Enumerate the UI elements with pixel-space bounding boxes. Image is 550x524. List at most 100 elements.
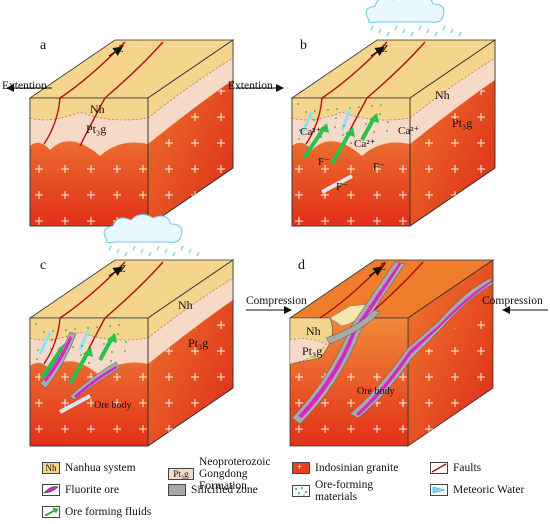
north-arrow — [108, 46, 123, 57]
gongdong-side — [148, 58, 233, 144]
ore-material-dot — [386, 130, 388, 132]
ore-material-dot — [334, 126, 336, 128]
ore-material-dot — [320, 136, 322, 138]
ore-material-dot — [65, 329, 67, 331]
raindrop — [418, 25, 422, 31]
meteoric-arrow — [59, 394, 91, 414]
meteoric-arrow — [300, 111, 314, 135]
ore-material-dot — [358, 106, 360, 108]
north-arrow — [370, 46, 385, 57]
raindrop — [132, 245, 136, 251]
gongdong-swatch: Pt₃g — [168, 468, 194, 480]
unit-label-pt-b: Pt₃g — [452, 116, 473, 130]
ore-material-dot — [379, 113, 381, 115]
raindrop — [180, 245, 184, 251]
ion-label: Ca²⁺ — [300, 126, 322, 138]
ore-material-dot — [371, 105, 373, 107]
ore-material-dot — [125, 341, 127, 343]
gongdong-remnant — [289, 338, 327, 365]
north-arrow — [368, 266, 383, 277]
granite-texture — [408, 300, 493, 446]
legend-nanhua: Nh Nanhua system — [42, 462, 136, 474]
legend-label: Meteoric Water — [453, 484, 525, 496]
granite-texture — [148, 80, 233, 226]
ore-material-dot — [96, 326, 98, 328]
north-label-c: Z — [120, 264, 126, 275]
raindrop — [426, 28, 430, 34]
legend-label: Faults — [453, 462, 482, 474]
contact-line — [29, 111, 149, 121]
fluid-arrow-head — [345, 127, 355, 137]
north-arrow — [108, 266, 123, 277]
ore-material-dot — [387, 121, 389, 123]
fault-line — [366, 41, 426, 99]
gongdong-layer — [30, 112, 148, 156]
ore-material-dot — [80, 354, 82, 356]
ore-material-dot — [321, 127, 323, 129]
unit-label-pt-c: Pt₃g — [188, 336, 209, 350]
raindrop — [108, 245, 112, 251]
ore-material-dot — [313, 119, 315, 121]
ore-material-dot — [95, 335, 97, 337]
north-label-b: Z — [382, 44, 388, 55]
extension-right-label: Extention — [228, 80, 273, 92]
legend-granite: + Indosinian granite — [292, 462, 398, 474]
fluorite-ore — [74, 366, 117, 398]
ore-material-dot — [87, 327, 89, 329]
ore-material-dot — [372, 140, 374, 142]
fault-line — [43, 317, 61, 365]
contact-line — [147, 57, 234, 119]
legend-silicified: Silicified zone — [168, 484, 258, 496]
meteoric-swatch — [430, 484, 448, 496]
unit-label-nh-d: Nh — [306, 324, 321, 338]
legend-ore-materials: Ore-forming materials — [292, 479, 412, 503]
raindrop — [116, 248, 120, 254]
ore-body-label-d: Ore body — [357, 386, 395, 397]
raindrop — [378, 28, 382, 34]
ore-material-dot — [36, 358, 38, 360]
ore-material-dot — [117, 333, 119, 335]
north-label-a: Z — [118, 44, 124, 55]
fluorite-ore — [298, 263, 401, 418]
ore-material-dot — [51, 339, 53, 341]
panel-letter-b: b — [300, 38, 307, 53]
ore-material-dot — [72, 346, 74, 348]
fluids-swatch — [42, 506, 60, 518]
legend-label: Nanhua system — [65, 462, 136, 474]
ore-material-dot — [298, 138, 300, 140]
fluid-arrow — [98, 337, 114, 361]
ore-material-dot — [43, 331, 45, 333]
granite-texture — [292, 148, 410, 226]
fault-swatch — [430, 462, 448, 474]
legend-label: Fluorite ore — [65, 484, 119, 496]
contact-line — [409, 57, 496, 119]
ore-material-dot — [50, 348, 52, 350]
fluid-arrow-head — [369, 113, 379, 123]
legend-label: Ore forming fluids — [65, 506, 152, 518]
ore-material-dot — [88, 362, 90, 364]
ore-material-dot — [314, 110, 316, 112]
ore-material-dot — [373, 131, 375, 133]
ore-material-dot — [109, 325, 111, 327]
ore-material-dot — [350, 142, 352, 144]
contact-line — [29, 331, 149, 341]
raindrop — [370, 25, 374, 31]
ore-material-dot — [306, 146, 308, 148]
ore-materials-swatch — [292, 485, 310, 497]
ore-material-dot — [81, 345, 83, 347]
unit-label-nh-a: Nh — [90, 102, 105, 116]
fluid-arrow-head — [319, 123, 329, 133]
raindrop — [386, 31, 390, 37]
silicified-zone — [325, 309, 381, 345]
legend-faults: Faults — [430, 462, 481, 474]
gongdong-side — [148, 278, 233, 364]
extension-left-label: Extention — [2, 80, 47, 92]
ore-material-dot — [111, 351, 113, 353]
raindrop — [156, 245, 160, 251]
ion-label: Ca²⁺ — [354, 138, 376, 150]
ore-material-dot — [357, 115, 359, 117]
raindrop — [394, 25, 398, 31]
compression-right-label: Compression — [482, 295, 543, 307]
legend-fluids: Ore forming fluids — [42, 506, 151, 518]
nanhua-swatch: Nh — [42, 462, 60, 474]
